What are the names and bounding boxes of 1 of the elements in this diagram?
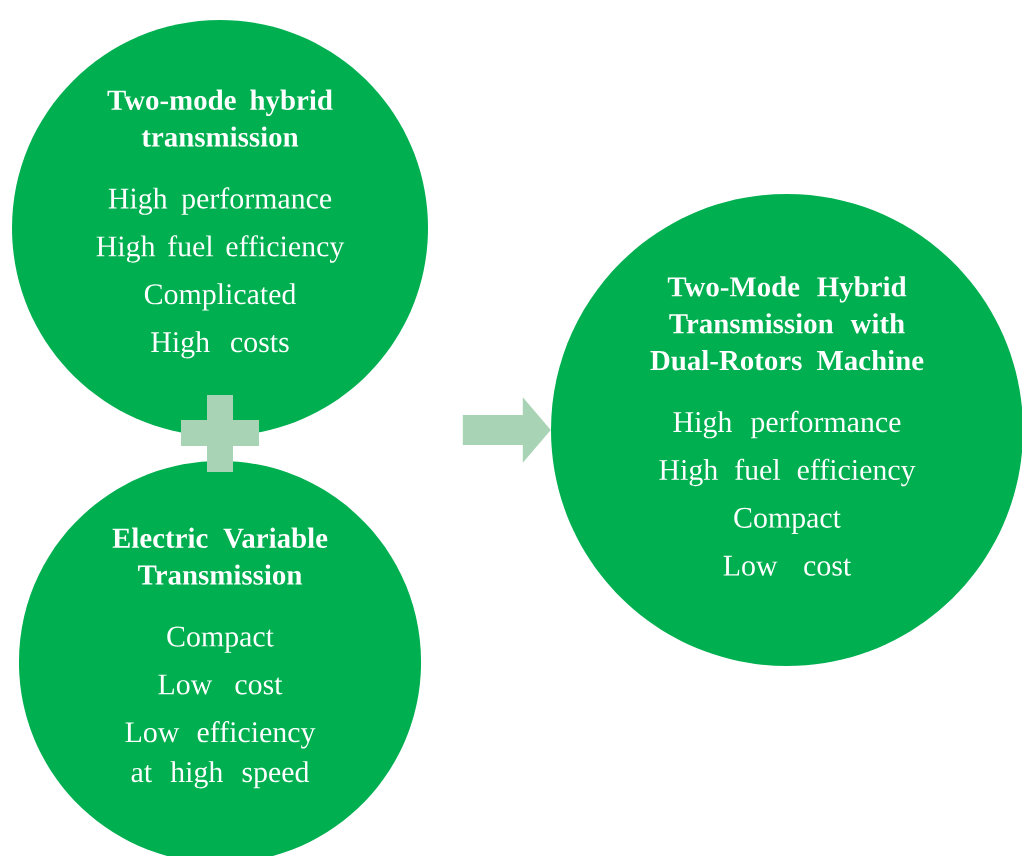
circle-node: Two-mode hybrid transmission High performance High fuel efficiency Complicated High costs bbox=[12, 20, 428, 436]
